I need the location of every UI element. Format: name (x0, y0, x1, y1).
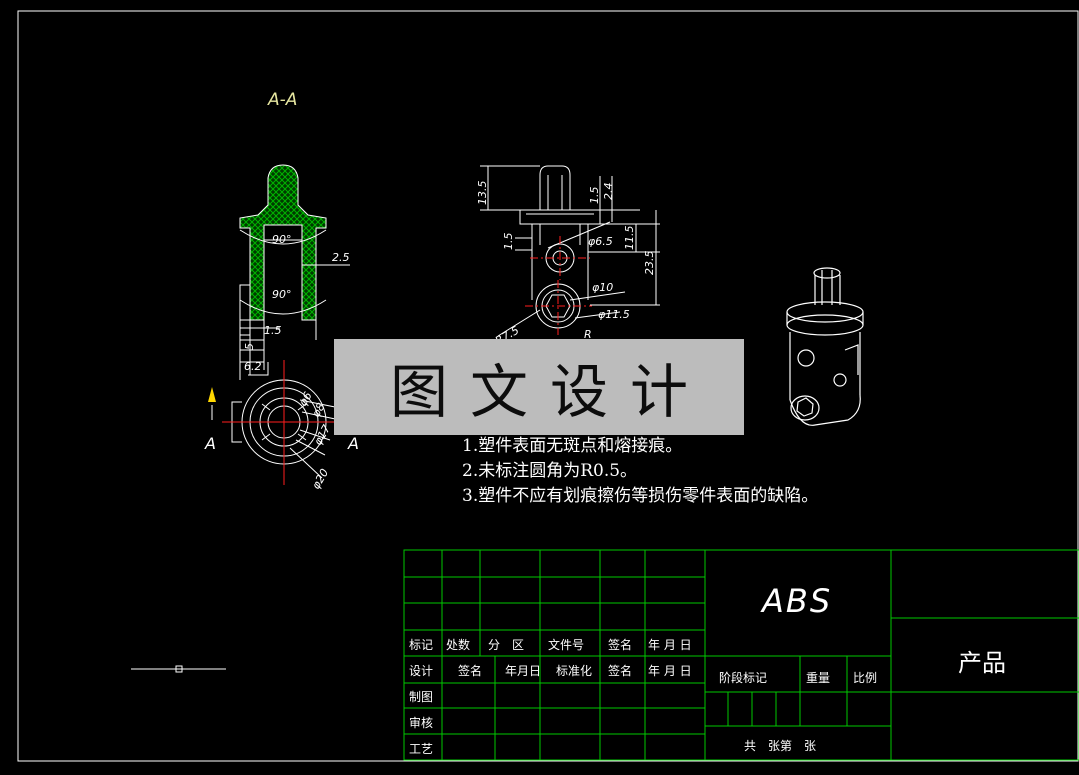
arrow-label-left: A (205, 434, 216, 453)
design-date: 年月日 (505, 664, 542, 678)
dim-2-4: 2.4 (602, 183, 615, 201)
sheets-label: 共 张第 张 (744, 739, 817, 753)
scale-label: 比例 (853, 671, 878, 685)
dim-phi17: φ17 (311, 423, 333, 448)
hdr-sign: 签名 (608, 638, 633, 652)
hdr-date: 年 月 日 (648, 638, 692, 652)
design-sign: 签名 (458, 664, 483, 678)
material-label: ABS (762, 582, 833, 620)
dim-1-5c: 1.5 (502, 233, 515, 251)
design-sign-2: 签名 (608, 664, 633, 678)
hdr-mark: 标记 (409, 638, 434, 652)
scale-indicator (131, 665, 226, 673)
hdr-count: 处数 (446, 638, 471, 652)
dim-r-partial: R (584, 328, 592, 341)
section-label: A-A (268, 90, 298, 110)
row-review: 审核 (409, 716, 434, 730)
dim-phi20: φ20 (309, 467, 331, 492)
dim-1-5b: 1.5 (588, 187, 601, 205)
stage-mark: 阶段标记 (719, 671, 768, 685)
note-3: 3.塑件不应有划痕擦伤等损伤零件表面的缺陷。 (462, 486, 819, 506)
watermark-banner: 图文设计 (334, 339, 744, 435)
front-view (480, 165, 660, 337)
hdr-doc-no: 文件号 (548, 638, 585, 652)
dim-13-5: 13.5 (476, 181, 489, 206)
bottom-view-centerlines (222, 360, 345, 485)
weight-label: 重量 (806, 671, 831, 685)
dim-phi8: φ8 (309, 401, 327, 420)
dim-phi10: φ10 (592, 281, 613, 294)
row-design: 设计 (409, 664, 434, 678)
dim-5: 5 (243, 343, 256, 350)
dim-2-5: 2.5 (332, 251, 350, 264)
dim-phi11-5: φ11.5 (598, 308, 630, 321)
dim-6-2: 6.2 (244, 360, 262, 373)
dim-1-5a: 1.5 (264, 324, 282, 337)
row-drafting: 制图 (409, 690, 434, 704)
hdr-zone: 分 区 (488, 638, 525, 652)
note-1: 1.塑件表面无斑点和熔接痕。 (462, 436, 683, 456)
dim-11-5: 11.5 (623, 226, 636, 251)
note-2: 2.未标注圆角为R0.5。 (462, 461, 638, 481)
arrow-label-right: A (348, 434, 359, 453)
title-block-grid (403, 549, 1079, 761)
isometric-view (786, 267, 864, 426)
section-arrow-icon (208, 387, 216, 420)
row-process: 工艺 (409, 742, 434, 756)
sheet-border (17, 10, 1079, 762)
dim-angle-mid: 90° (272, 288, 292, 301)
front-view-centerlines (525, 236, 592, 335)
dim-phi6: φ6 (296, 390, 314, 409)
design-standard: 标准化 (556, 664, 593, 678)
part-name: 产品 (958, 649, 1006, 677)
dim-angle-top: 90° (272, 233, 292, 246)
dim-23-5: 23.5 (643, 251, 656, 276)
watermark-text: 图文设计 (389, 358, 710, 426)
design-date-2: 年 月 日 (648, 664, 692, 678)
dim-phi6-5: φ6.5 (588, 235, 613, 248)
section-view (239, 164, 350, 380)
